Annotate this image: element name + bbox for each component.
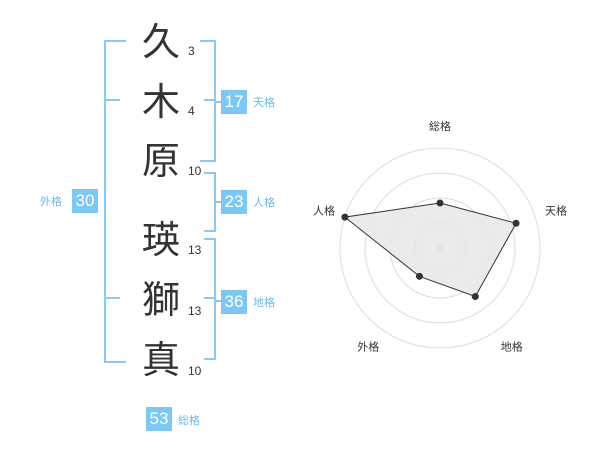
radar-axis-label: 外格 bbox=[357, 340, 379, 354]
name-char-4: 瑛 bbox=[141, 218, 180, 262]
radar-point-3 bbox=[471, 293, 479, 301]
radar-axis-label: 総格 bbox=[429, 119, 451, 133]
radar-axis-label: 天格 bbox=[545, 203, 567, 217]
name-char-3: 原 bbox=[141, 139, 180, 183]
stroke-count-1: 3 bbox=[188, 44, 195, 58]
bracket-connector bbox=[214, 201, 222, 203]
bracket-tick bbox=[104, 99, 120, 101]
stroke-count-2: 4 bbox=[188, 104, 195, 118]
radar-area bbox=[343, 202, 517, 298]
name-char-6: 真 bbox=[141, 338, 180, 382]
name-char-2: 木 bbox=[141, 80, 180, 124]
chikaku-bracket bbox=[204, 238, 216, 360]
soukaku-label: 総格 bbox=[178, 414, 200, 427]
jinkaku-value: 23 bbox=[221, 190, 247, 214]
bracket-tick bbox=[204, 99, 216, 101]
radar-axis-label: 人格 bbox=[313, 203, 335, 217]
bracket-tick bbox=[104, 297, 120, 299]
bracket-connector bbox=[214, 300, 222, 302]
chikaku-value: 36 bbox=[221, 290, 247, 314]
radar-point-5 bbox=[341, 213, 349, 221]
stroke-count-3: 10 bbox=[188, 164, 202, 178]
radar-point-2 bbox=[512, 219, 520, 227]
gaikaku-value: 30 bbox=[72, 189, 98, 213]
radar-point-1 bbox=[436, 199, 444, 207]
chikaku-label: 地格 bbox=[253, 296, 275, 309]
name-char-1: 久 bbox=[141, 20, 180, 64]
tenkaku-value: 17 bbox=[221, 90, 247, 114]
soukaku-value: 53 bbox=[146, 407, 172, 431]
radar-ring bbox=[339, 147, 541, 349]
name-char-5: 獅 bbox=[141, 278, 180, 322]
gaikaku-bracket bbox=[104, 40, 126, 363]
tenkaku-label: 天格 bbox=[253, 96, 275, 109]
bracket-tick bbox=[204, 297, 214, 299]
radar-axis-label: 地格 bbox=[501, 340, 523, 354]
stroke-count-4: 13 bbox=[188, 243, 202, 257]
stroke-count-6: 10 bbox=[188, 364, 202, 378]
radar-ring bbox=[364, 172, 516, 324]
radar-point-4 bbox=[415, 272, 423, 280]
jinkaku-label: 人格 bbox=[253, 196, 275, 209]
stroke-count-5: 13 bbox=[188, 304, 202, 318]
bracket-connector bbox=[214, 101, 222, 103]
gaikaku-label: 外格 bbox=[40, 195, 62, 208]
